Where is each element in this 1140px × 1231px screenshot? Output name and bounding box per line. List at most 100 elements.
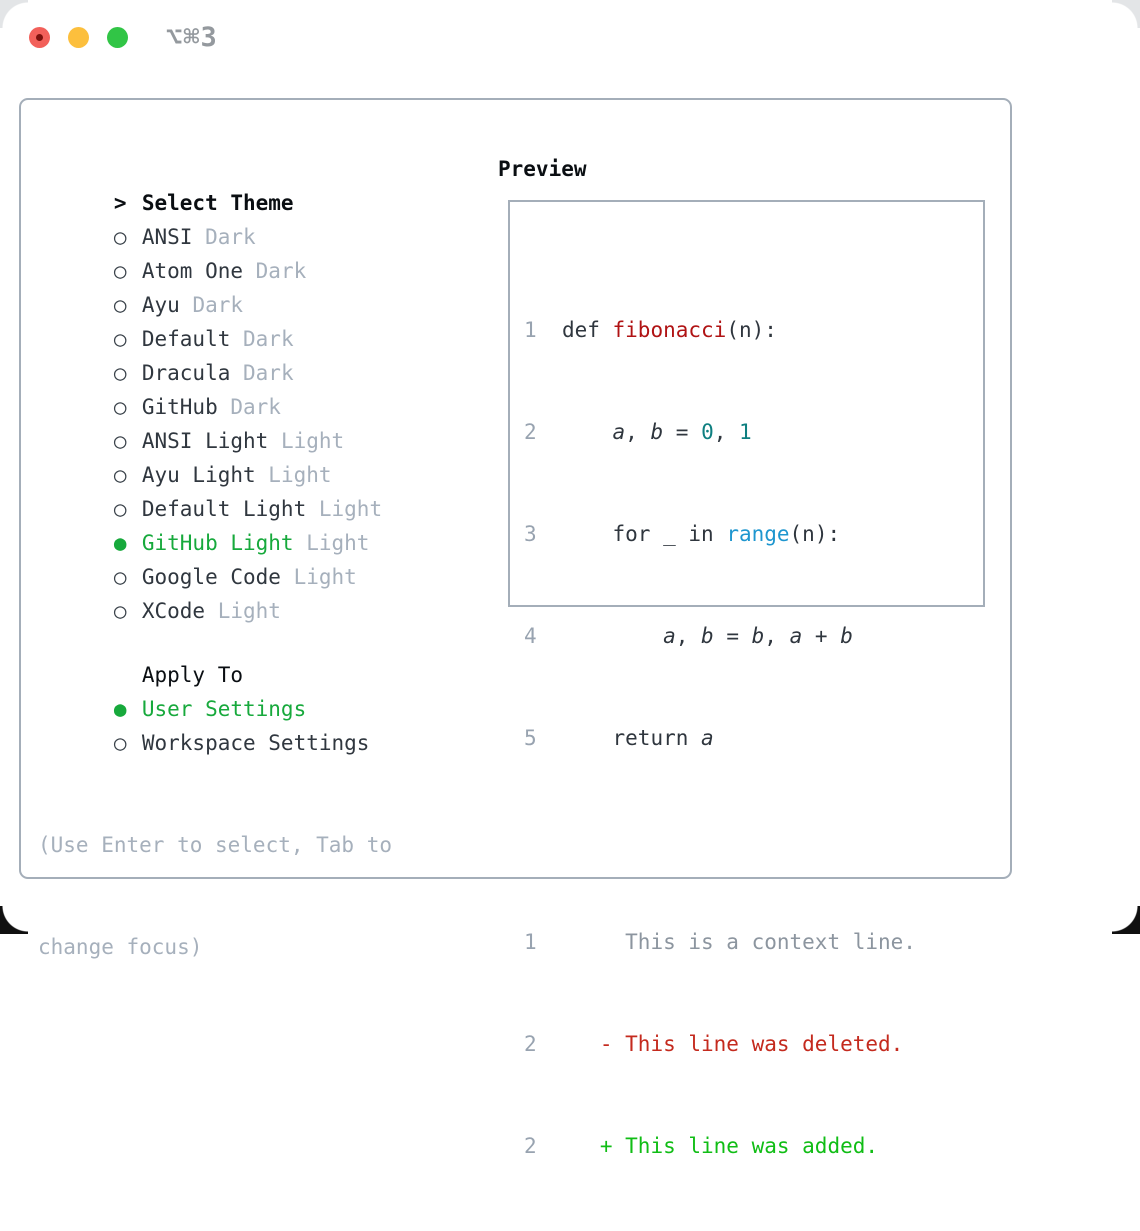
theme-option-ayu-dark[interactable]: ○ Ayu Dark <box>38 254 382 317</box>
theme-name: Dracula <box>141 361 231 385</box>
theme-variant: Dark <box>192 293 244 317</box>
code-token: def <box>561 318 613 342</box>
code-token: + <box>802 624 841 648</box>
theme-option-dracula-dark[interactable]: ○ Dracula Dark <box>38 322 382 385</box>
code-token: (n): <box>789 522 841 546</box>
theme-list-title: Select Theme <box>141 191 294 215</box>
radio-icon: ○ <box>113 599 127 623</box>
window-shortcut-label: ⌥⌘3 <box>166 22 218 53</box>
minimize-button[interactable] <box>68 27 89 48</box>
theme-name: GitHub Light <box>141 531 294 555</box>
apply-option-user-settings[interactable]: ●User Settings <box>38 658 369 721</box>
diff-context-line: 1 This is a context line. <box>524 925 916 959</box>
code-token: , <box>625 420 651 444</box>
code-token-variable: b <box>751 624 765 648</box>
theme-name: ANSI Light <box>141 429 269 453</box>
radio-selected-icon: ● <box>113 697 127 721</box>
theme-variant: Light <box>306 531 370 555</box>
code-token-builtin: range <box>726 522 790 546</box>
preview-title: Preview <box>498 157 587 181</box>
screen-corner <box>0 906 28 934</box>
theme-variant: Dark <box>243 361 294 385</box>
title-bar: ⌥⌘3 <box>0 0 1140 76</box>
code-token: (n): <box>726 318 777 342</box>
code-token-number: 0 <box>701 420 714 444</box>
radio-icon: ○ <box>113 327 127 351</box>
theme-name: XCode <box>141 599 206 623</box>
radio-icon: ○ <box>113 293 127 317</box>
code-token-number: 1 <box>739 420 752 444</box>
line-number: 4 <box>524 624 537 648</box>
apply-to-title: Apply To <box>141 663 244 687</box>
code-line: 4 a, b = b, a + b <box>524 619 916 653</box>
radio-selected-icon: ● <box>113 531 127 555</box>
code-token-variable: b <box>840 624 853 648</box>
theme-option-github-light[interactable]: ● GitHub Light Light <box>38 492 382 555</box>
theme-name: Atom One <box>141 259 244 283</box>
theme-variant: Light <box>318 497 383 521</box>
line-number: 2 <box>524 420 537 444</box>
radio-icon: ○ <box>113 565 127 589</box>
theme-variant: Light <box>293 565 357 589</box>
theme-option-ansi-light[interactable]: ○ ANSI Light Light <box>38 390 382 453</box>
apply-option-label: Workspace Settings <box>141 731 370 755</box>
theme-name: Default <box>141 327 231 351</box>
theme-name: Default Light <box>141 497 307 521</box>
theme-variant: Dark <box>230 395 281 419</box>
code-token <box>562 420 613 444</box>
theme-option-default-light[interactable]: ○ Default Light Light <box>38 458 382 521</box>
theme-name: ANSI <box>141 225 193 249</box>
diff-added-text: + This line was added. <box>561 1134 879 1158</box>
code-line: 2 a, b = 0, 1 <box>524 415 916 449</box>
diff-added-line: 2 + This line was added. <box>524 1129 916 1163</box>
hint-line: (Use Enter to select, Tab to <box>38 833 393 857</box>
close-button[interactable] <box>29 27 50 48</box>
theme-option-default-dark[interactable]: ○ Default Dark <box>38 288 382 351</box>
theme-option-ansi-dark[interactable]: ○ ANSI Dark <box>38 186 382 249</box>
code-token-function: fibonacci <box>612 318 727 342</box>
code-token-variable: a <box>663 624 676 648</box>
hint-line: change focus) <box>38 935 203 959</box>
code-line: 3 for _ in range(n): <box>524 517 916 551</box>
theme-name: Ayu <box>141 293 180 317</box>
radio-icon: ○ <box>113 463 127 487</box>
radio-icon: ○ <box>113 429 127 453</box>
code-token <box>562 624 663 648</box>
code-token-variable: a <box>612 420 626 444</box>
theme-option-ayu-light[interactable]: ○ Ayu Light Light <box>38 424 382 487</box>
apply-to-section: Apply To ●User Settings ○ Workspace Setti… <box>38 624 370 755</box>
theme-variant: Light <box>280 429 345 453</box>
code-token: = <box>713 624 752 648</box>
code-token: for _ in <box>561 522 727 546</box>
theme-variant: Dark <box>243 327 294 351</box>
theme-option-atom-one-dark[interactable]: ○ Atom One Dark <box>38 220 382 283</box>
code-token: , <box>764 624 790 648</box>
line-number: 2 <box>524 1032 537 1056</box>
theme-variant: Dark <box>205 225 256 249</box>
theme-name: Ayu Light <box>141 463 256 487</box>
theme-list-header: > Select Theme <box>38 152 382 215</box>
radio-icon: ○ <box>113 225 127 249</box>
blank-line <box>524 823 916 857</box>
code-token: = <box>663 420 702 444</box>
prompt-icon: > <box>113 191 127 215</box>
code-line: 1 def fibonacci(n): <box>524 313 916 347</box>
radio-icon: ○ <box>113 731 127 755</box>
code-token-variable: a <box>701 726 714 750</box>
line-number: 1 <box>524 318 537 342</box>
code-token: return <box>561 726 702 750</box>
theme-option-xcode-light[interactable]: ○ XCode Light <box>38 560 382 623</box>
apply-option-workspace-settings[interactable]: ○ Workspace Settings <box>38 692 370 755</box>
theme-variant: Dark <box>255 259 307 283</box>
diff-deleted-line: 2 - This line was deleted. <box>524 1027 916 1061</box>
radio-icon: ○ <box>113 395 127 419</box>
keyboard-hint: (Use Enter to select, Tab to change focu… <box>38 760 392 1032</box>
zoom-button[interactable] <box>107 27 128 48</box>
code-token-variable: b <box>701 624 714 648</box>
radio-icon: ○ <box>113 259 127 283</box>
code-token: , <box>675 624 702 648</box>
